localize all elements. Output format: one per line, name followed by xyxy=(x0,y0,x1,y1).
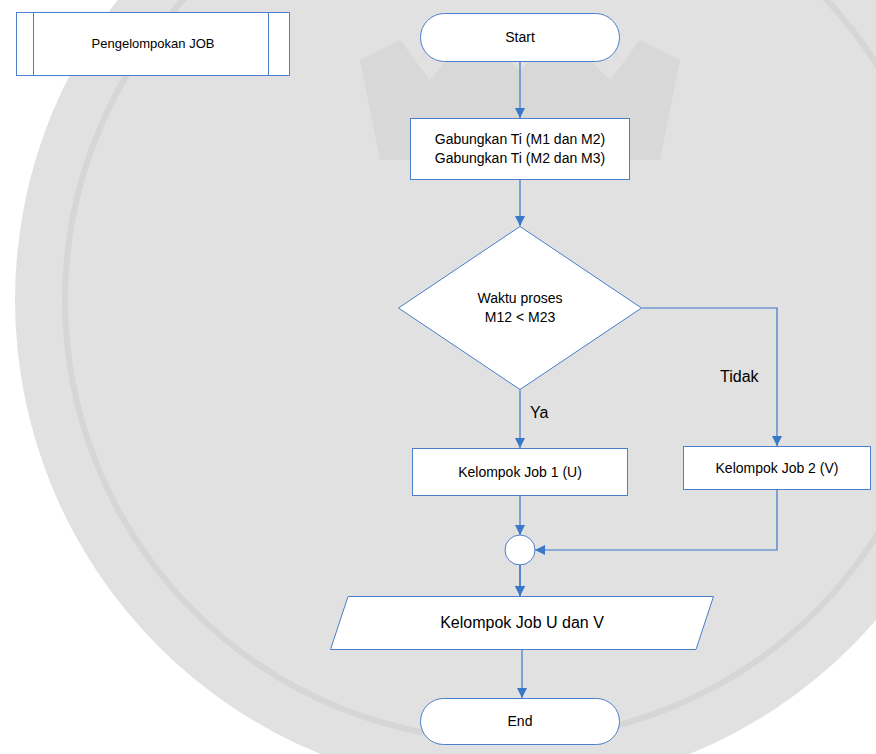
inner-side-line xyxy=(33,13,34,76)
box-outline xyxy=(411,119,630,180)
decision-diamond: Waktu proses M12 < M23 xyxy=(398,226,642,390)
box-outline xyxy=(17,13,290,76)
flow-arrow xyxy=(521,650,522,698)
flow-arrow xyxy=(520,490,777,596)
branch-label: Tidak xyxy=(720,367,759,386)
node-text: Kelompok Job U dan V xyxy=(440,612,604,634)
arrow-head xyxy=(535,545,545,555)
diamond-outline xyxy=(399,227,642,390)
parallelogram-outline xyxy=(331,597,714,650)
terminator: Start xyxy=(420,13,620,62)
merge-connector xyxy=(505,535,535,565)
branch-label: Ya xyxy=(530,403,548,422)
flow-arrow xyxy=(642,308,777,446)
terminator-outline xyxy=(421,699,620,745)
node-text: Waktu proses M12 < M23 xyxy=(465,289,575,327)
node-text: Gabungkan Ti (M1 dan M2) xyxy=(435,130,605,149)
node-text: Kelompok Job 2 (V) xyxy=(716,459,839,478)
terminator: End xyxy=(420,698,620,745)
data-parallelogram: Kelompok Job U dan V xyxy=(330,596,714,650)
process-box: Gabungkan Ti (M1 dan M2)Gabungkan Ti (M2… xyxy=(410,118,630,180)
arrow-head xyxy=(515,525,525,535)
node-text: Pengelompokan JOB xyxy=(92,35,215,53)
watermark-disc xyxy=(15,0,876,754)
watermark-ring xyxy=(65,0,876,740)
flow-arrow xyxy=(519,390,520,448)
terminator-outline xyxy=(421,14,620,62)
flow-arrow xyxy=(519,180,520,226)
process-box: Kelompok Job 1 (U) xyxy=(412,448,628,496)
node-text: End xyxy=(508,712,533,731)
node-outline xyxy=(398,226,642,390)
box-outline xyxy=(684,447,871,490)
process-box: Kelompok Job 2 (V) xyxy=(683,446,871,490)
node-text: Start xyxy=(505,28,535,47)
predefined-process-box: Pengelompokan JOB xyxy=(16,12,290,76)
node-outline xyxy=(410,118,630,180)
flow-arrow xyxy=(519,62,520,118)
inner-side-line xyxy=(268,13,269,76)
box-outline xyxy=(413,449,628,496)
node-text: Gabungkan Ti (M2 dan M3) xyxy=(435,149,605,168)
node-text: Kelompok Job 1 (U) xyxy=(458,463,582,482)
